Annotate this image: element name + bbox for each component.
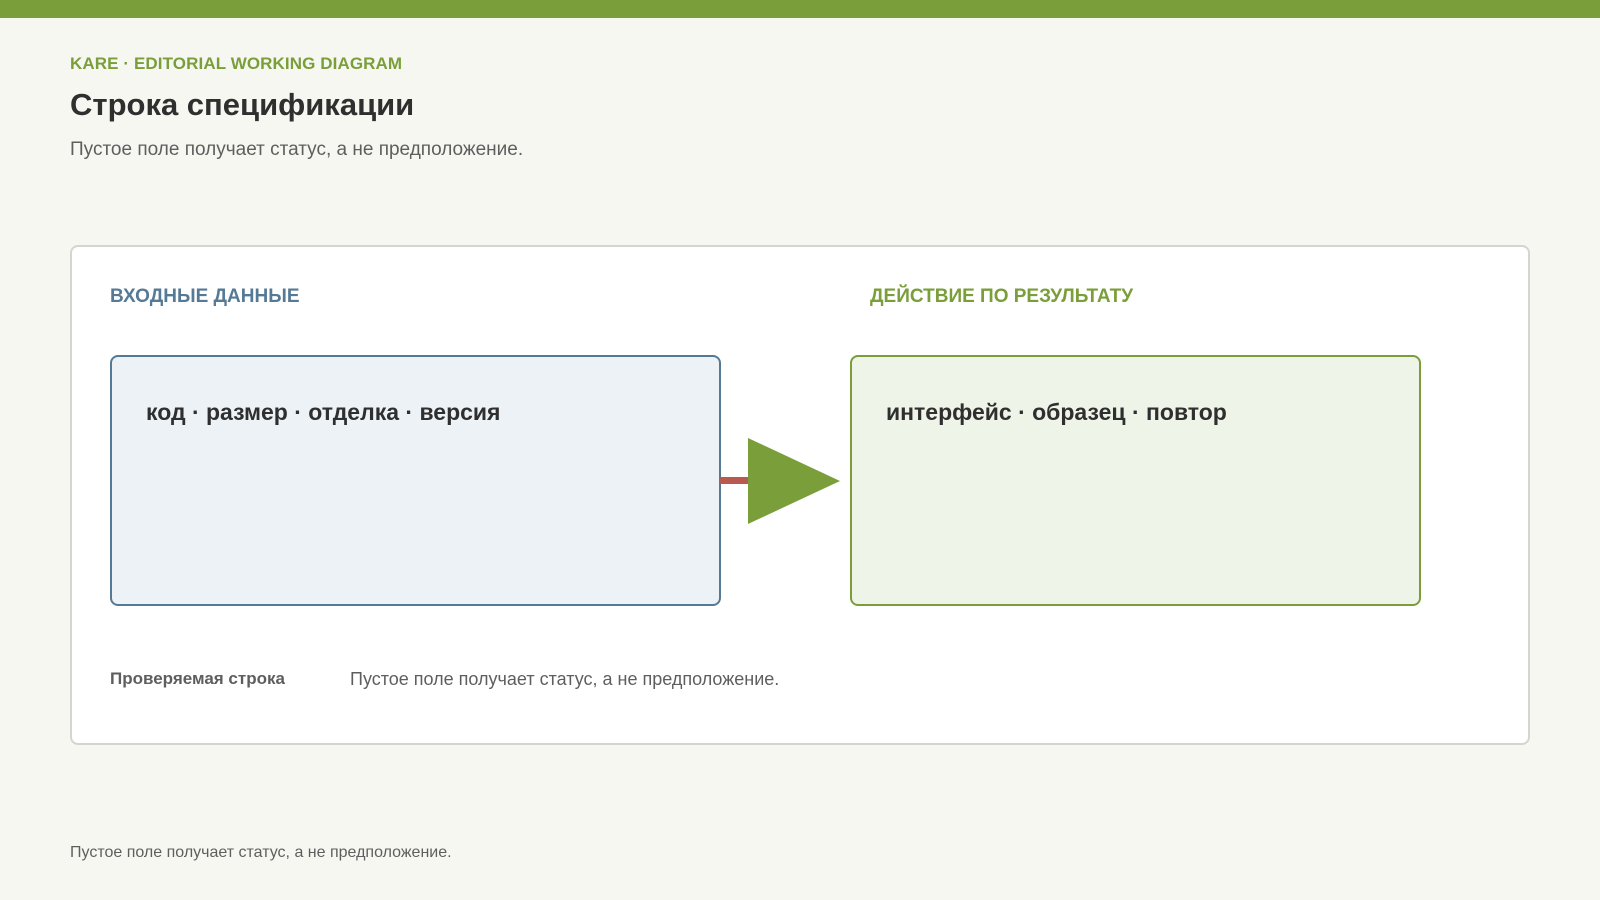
checked-row-label: Проверяемая строка [110, 669, 285, 688]
input-box-text: код · размер · отделка · версия [146, 399, 501, 425]
arrow-head [748, 438, 840, 524]
action-box: интерфейс · образец · повтор [850, 355, 1421, 606]
flow-arrow-icon [720, 438, 840, 524]
top-accent-bar [0, 0, 1600, 18]
page-title: Строка спецификации [70, 87, 415, 122]
checked-row-text: Пустое поле получает статус, а не предпо… [350, 669, 780, 689]
input-box: код · размер · отделка · версия [110, 355, 721, 606]
page-subtitle: Пустое поле получает статус, а не предпо… [70, 139, 524, 160]
input-section-label: ВХОДНЫЕ ДАННЫЕ [110, 286, 300, 307]
eyebrow-label: KARE · EDITORIAL WORKING DIAGRAM [70, 54, 403, 73]
action-section-label: ДЕЙСТВИЕ ПО РЕЗУЛЬТАТУ [870, 286, 1134, 307]
footer-note: Пустое поле получает статус, а не предпо… [70, 844, 452, 861]
action-box-text: интерфейс · образец · повтор [886, 399, 1227, 425]
connector-line [720, 477, 756, 484]
